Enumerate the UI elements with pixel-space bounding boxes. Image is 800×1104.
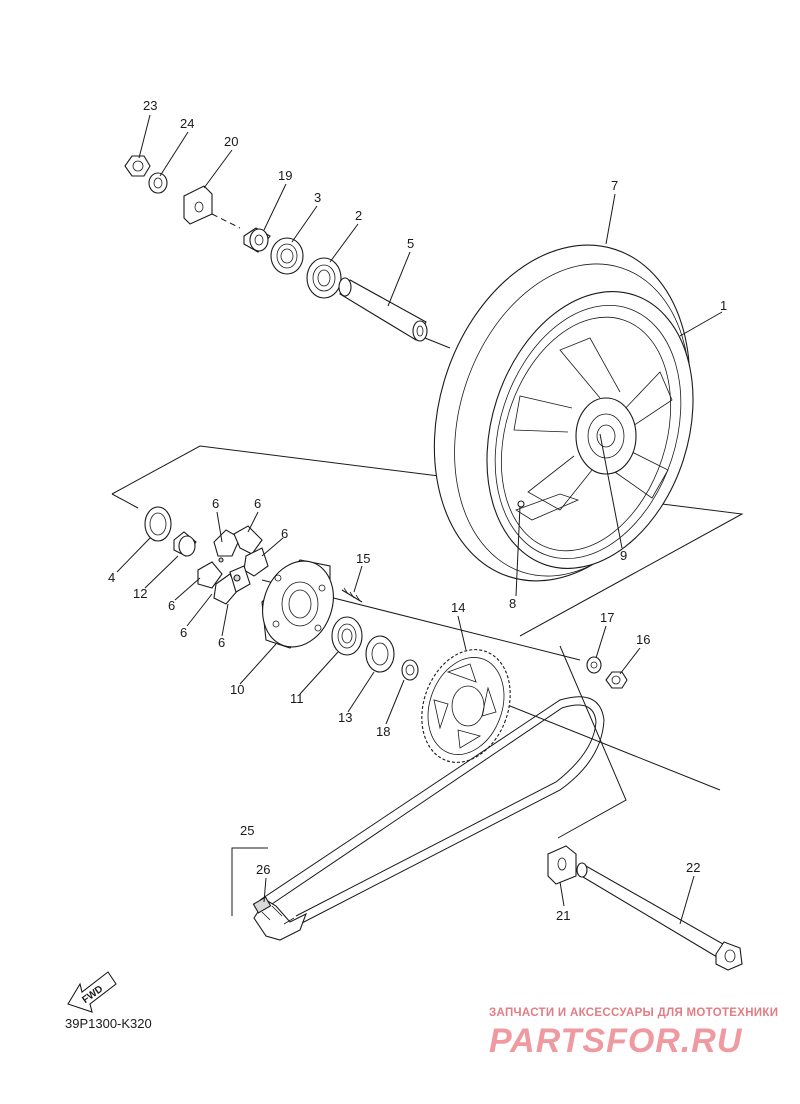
callout-23[interactable]: 23	[143, 98, 157, 113]
callout-4[interactable]: 4	[108, 570, 115, 585]
watermark-logo[interactable]: PARTSFOR.RU	[489, 1022, 743, 1060]
callout-6-f[interactable]: 6	[218, 635, 225, 650]
callout-11[interactable]: 11	[290, 691, 304, 706]
part-23-nut[interactable]	[124, 155, 151, 177]
part-6-dampers[interactable]	[197, 525, 269, 605]
drawing-code: 39P1300-K320	[65, 1016, 152, 1031]
callout-18[interactable]: 18	[376, 724, 390, 739]
callout-17[interactable]: 17	[600, 610, 614, 625]
callout-6-c[interactable]: 6	[281, 526, 288, 541]
callout-19[interactable]: 19	[278, 168, 292, 183]
part-13-oil-seal[interactable]	[365, 635, 395, 673]
callout-7[interactable]: 7	[611, 178, 618, 193]
callout-12[interactable]: 12	[133, 586, 147, 601]
part-10-driven-flange[interactable]	[251, 551, 345, 657]
part-2-bearing[interactable]	[306, 257, 342, 299]
callout-labels: 23 24 20 19 3 2 5 7 1 9 8 6 6 6 6 6 6 4 …	[108, 98, 727, 923]
part-24-washer[interactable]	[148, 172, 168, 194]
callout-6-e[interactable]: 6	[180, 625, 187, 640]
part-16-nut[interactable]	[605, 671, 628, 689]
part-14-sprocket[interactable]	[407, 637, 526, 775]
part-26-chain-joint[interactable]	[252, 896, 272, 914]
callout-15[interactable]: 15	[356, 551, 370, 566]
callout-2[interactable]: 2	[355, 208, 362, 223]
callout-20[interactable]: 20	[224, 134, 238, 149]
part-11-bearing[interactable]	[331, 616, 363, 656]
forward-direction-arrow: FWD	[67, 971, 117, 1013]
part-1-wheel-rim[interactable]	[453, 265, 727, 596]
callout-6-a[interactable]: 6	[212, 496, 219, 511]
part-20-adjuster-plate[interactable]	[183, 185, 213, 225]
callout-13[interactable]: 13	[338, 710, 352, 725]
callout-8[interactable]: 8	[509, 596, 516, 611]
part-25-drive-chain[interactable]	[253, 696, 605, 941]
part-17-washer[interactable]	[586, 656, 602, 674]
part-15-stud-bolt[interactable]	[341, 587, 363, 603]
part-12-collar[interactable]	[173, 531, 197, 557]
part-19-collar[interactable]	[243, 227, 271, 253]
callout-24[interactable]: 24	[180, 116, 194, 131]
part-22-axle[interactable]	[576, 862, 743, 971]
part-3-oil-seal[interactable]	[270, 237, 304, 275]
callout-6-d[interactable]: 6	[168, 598, 175, 613]
callout-25[interactable]: 25	[240, 823, 254, 838]
callout-3[interactable]: 3	[314, 190, 321, 205]
callout-6-b[interactable]: 6	[254, 496, 261, 511]
part-4-bearing[interactable]	[144, 506, 172, 542]
callout-22[interactable]: 22	[686, 860, 700, 875]
callout-16[interactable]: 16	[636, 632, 650, 647]
callout-9[interactable]: 9	[620, 548, 627, 563]
leader-lines	[116, 114, 723, 925]
callout-26[interactable]: 26	[256, 862, 270, 877]
callout-5[interactable]: 5	[407, 236, 414, 251]
callout-21[interactable]: 21	[556, 908, 570, 923]
part-18-collar[interactable]	[401, 659, 419, 681]
watermark-tagline: ЗАПЧАСТИ И АКСЕССУАРЫ ДЛЯ МОТОТЕХНИКИ	[489, 1007, 779, 1019]
part-5-spacer[interactable]	[338, 277, 428, 342]
callout-10[interactable]: 10	[230, 682, 244, 697]
callout-14[interactable]: 14	[451, 600, 465, 615]
callout-1[interactable]: 1	[720, 298, 727, 313]
part-21-adjuster-block[interactable]	[547, 845, 577, 885]
